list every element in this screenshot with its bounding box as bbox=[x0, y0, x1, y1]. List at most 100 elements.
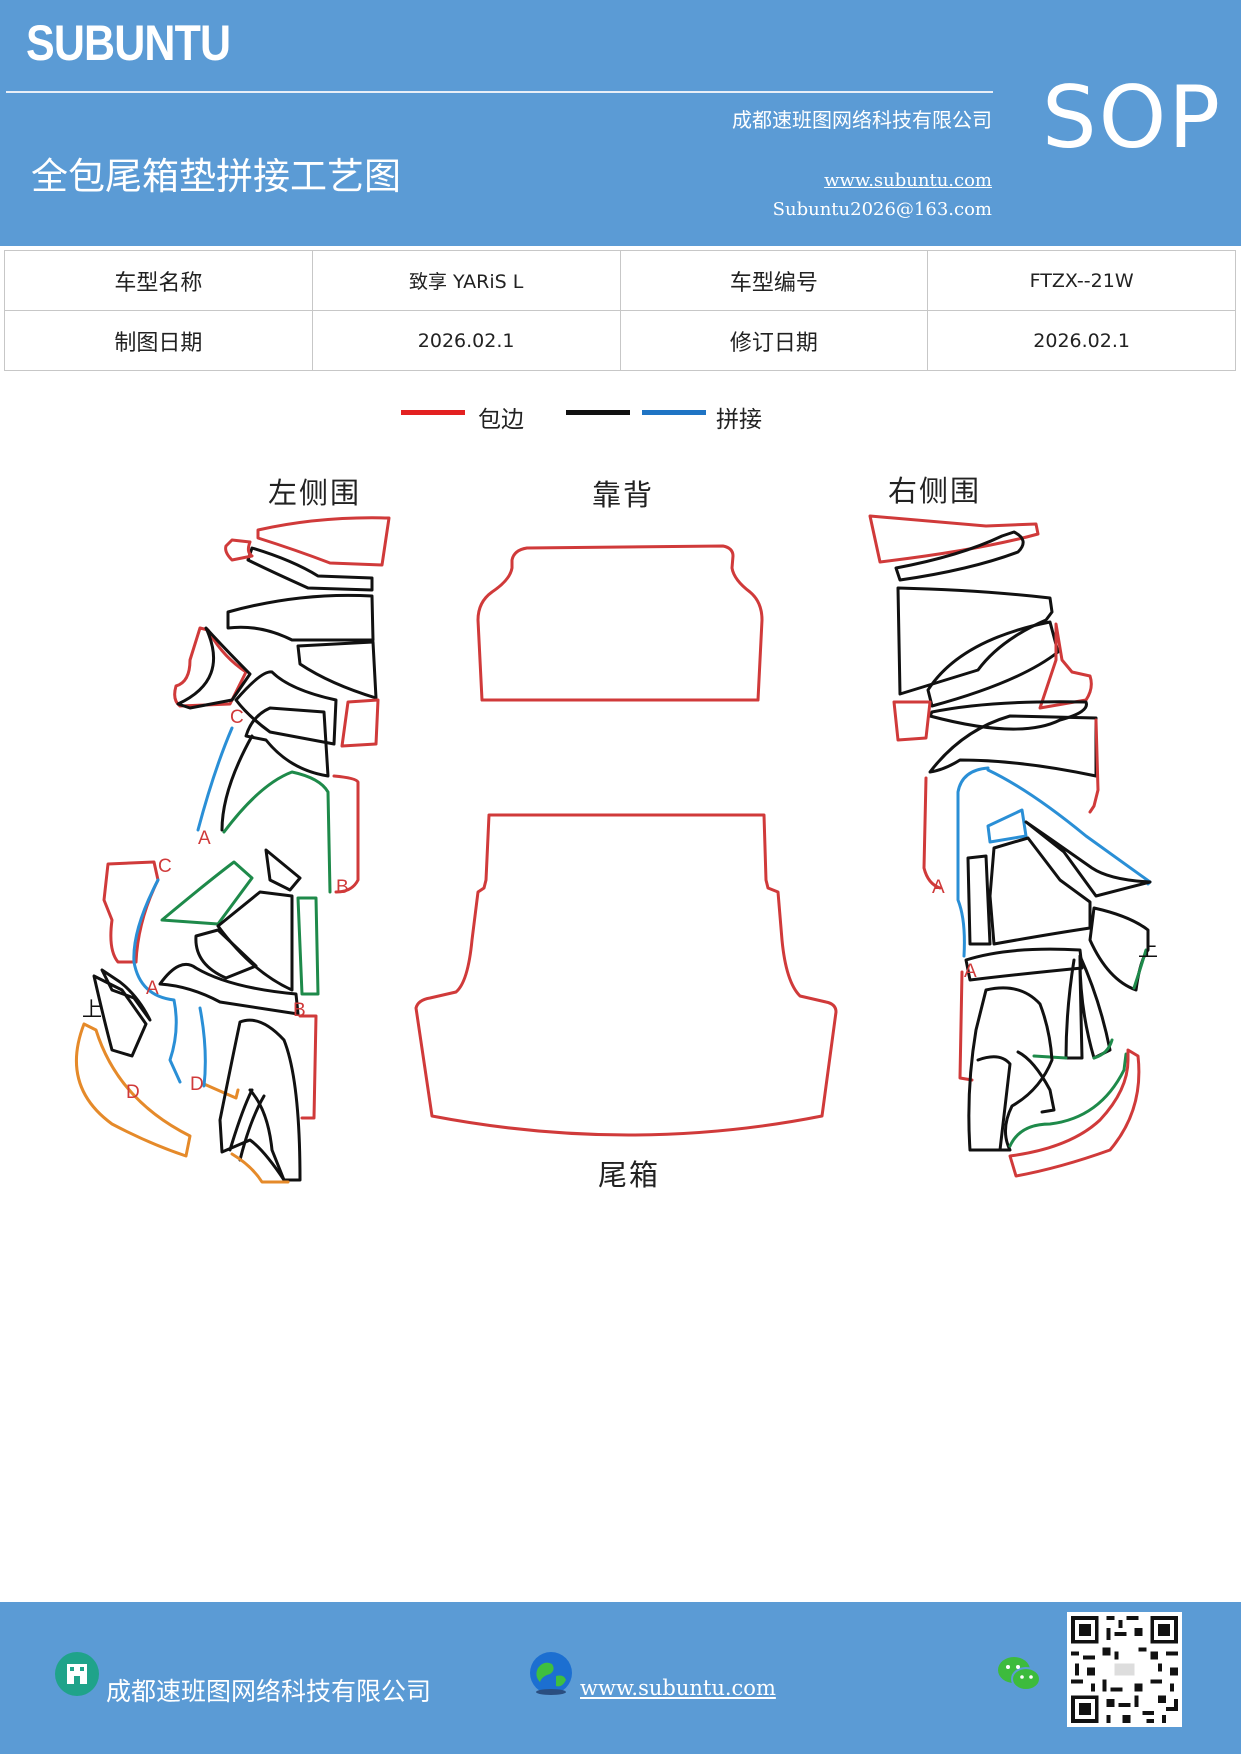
mark-d-left-1: D bbox=[126, 1082, 140, 1103]
backrest-piece bbox=[476, 544, 764, 702]
left-piece-16 bbox=[194, 928, 258, 980]
page-header: SUBUNTU 成都速班图网络科技有限公司 全包尾箱垫拼接工艺图 www.sub… bbox=[0, 0, 1241, 246]
left-seam-green-1 bbox=[222, 770, 332, 894]
left-side-group bbox=[74, 516, 391, 1184]
left-piece-1 bbox=[256, 516, 391, 567]
section-label-right: 右侧围 bbox=[888, 474, 982, 508]
table-cell: FTZX--21W bbox=[927, 250, 1236, 311]
mark-b-left-2: B bbox=[293, 1000, 306, 1021]
company-name: 成都速班图网络科技有限公司 bbox=[732, 108, 992, 132]
page-footer: 成都速班图网络科技有限公司 www.subuntu.com bbox=[0, 1602, 1241, 1754]
right-piece-18 bbox=[967, 986, 1054, 1152]
footer-website-link[interactable]: www.subuntu.com bbox=[580, 1676, 776, 1700]
table-cell: 致享 YARiS L bbox=[311, 250, 621, 311]
left-piece-14 bbox=[264, 848, 302, 892]
building-icon bbox=[55, 1652, 99, 1696]
left-piece-19 bbox=[100, 968, 152, 1022]
left-seam-green-2 bbox=[160, 860, 254, 926]
email-address: Subuntu2026@163.com bbox=[772, 199, 992, 220]
right-piece-19 bbox=[976, 1050, 1056, 1152]
left-piece-6 bbox=[173, 626, 248, 708]
right-piece-13 bbox=[966, 854, 992, 946]
right-piece-2 bbox=[894, 530, 1025, 582]
mark-c-left-2: C bbox=[158, 856, 172, 877]
left-seam-orange-1 bbox=[74, 1022, 192, 1158]
left-piece-12 bbox=[332, 774, 360, 894]
table-row: 制图日期 2026.02.1 修订日期 2026.02.1 bbox=[4, 310, 1236, 371]
page-title: 全包尾箱垫拼接工艺图 bbox=[31, 155, 401, 198]
mark-a-right-2: A bbox=[964, 961, 977, 982]
legend: 包边 拼接 bbox=[0, 400, 1241, 440]
brand-logo: SUBUNTU bbox=[26, 15, 231, 71]
right-piece-10 bbox=[922, 776, 942, 890]
header-divider bbox=[6, 91, 993, 93]
right-piece-7 bbox=[892, 700, 932, 742]
footer-company-name: 成都速班图网络科技有限公司 bbox=[106, 1677, 432, 1706]
left-seam-orange-2 bbox=[202, 1082, 240, 1100]
left-piece-11 bbox=[220, 734, 254, 832]
left-seam-blue-2 bbox=[132, 878, 182, 1084]
left-piece-4 bbox=[226, 593, 375, 642]
right-piece-16 bbox=[958, 970, 974, 1082]
left-piece-9 bbox=[340, 698, 380, 748]
right-seam-blue-3 bbox=[986, 808, 1028, 844]
left-piece-21 bbox=[248, 1088, 286, 1182]
right-piece-15 bbox=[964, 947, 1084, 982]
table-cell: 2026.02.1 bbox=[927, 310, 1236, 371]
left-piece-8 bbox=[234, 670, 338, 746]
left-piece-3 bbox=[224, 538, 254, 562]
mark-c-left-top: C bbox=[230, 707, 244, 728]
left-piece-5 bbox=[296, 640, 378, 700]
globe-icon bbox=[530, 1652, 572, 1695]
left-piece-7 bbox=[176, 626, 252, 710]
left-piece-23 bbox=[298, 1014, 318, 1120]
left-seam-blue-1 bbox=[196, 726, 234, 832]
left-piece-18 bbox=[92, 974, 148, 1058]
qr-code bbox=[1067, 1612, 1182, 1727]
right-seam-blue-2 bbox=[986, 768, 1152, 886]
table-cell: 2026.02.1 bbox=[311, 310, 621, 371]
table-cell: 车型编号 bbox=[619, 250, 929, 311]
left-piece-2 bbox=[246, 546, 374, 592]
mark-d-left-2: D bbox=[190, 1074, 204, 1095]
legend-label-seam: 拼接 bbox=[716, 407, 762, 433]
left-seam-orange-3 bbox=[230, 1152, 290, 1184]
trunk-floor-piece bbox=[414, 813, 838, 1137]
website-link[interactable]: www.subuntu.com bbox=[824, 170, 992, 191]
left-piece-17 bbox=[158, 963, 300, 1016]
mark-a-right-1: A bbox=[932, 877, 945, 898]
left-piece-10 bbox=[244, 706, 330, 778]
mark-b-left-1: B bbox=[336, 877, 349, 898]
section-label-left: 左侧围 bbox=[268, 476, 362, 510]
legend-label-edge: 包边 bbox=[478, 407, 524, 433]
right-side-group bbox=[868, 514, 1152, 1178]
right-piece-20 bbox=[1008, 1048, 1141, 1178]
table-cell: 制图日期 bbox=[4, 310, 313, 371]
left-piece-13 bbox=[102, 860, 160, 964]
right-piece-12 bbox=[988, 836, 1092, 946]
vehicle-info-table: 车型名称 致享 YARiS L 车型编号 FTZX--21W 制图日期 2026… bbox=[4, 250, 1236, 371]
mark-up-left: 上 bbox=[82, 997, 102, 1021]
mat-pattern-diagram: C A B C A B D D A A 上 上 bbox=[74, 514, 1158, 1184]
table-cell: 修订日期 bbox=[619, 310, 929, 371]
right-seam-blue-1 bbox=[956, 766, 990, 958]
right-piece-3 bbox=[896, 586, 1054, 696]
right-seam-green-1 bbox=[1132, 948, 1148, 990]
right-piece-8 bbox=[928, 714, 1098, 778]
mark-a-left-1: A bbox=[198, 828, 211, 849]
mark-up-right: 上 bbox=[1138, 937, 1158, 961]
left-seam-green-3 bbox=[296, 896, 320, 996]
legend-swatch-seam-blue bbox=[642, 410, 706, 415]
left-seam-blue-3 bbox=[198, 1006, 207, 1088]
legend-swatch-seam-black bbox=[566, 410, 630, 415]
sop-badge: SOP bbox=[1042, 68, 1223, 168]
right-piece-17 bbox=[1064, 954, 1112, 1060]
right-seam-green-2 bbox=[1032, 1038, 1114, 1060]
right-piece-9 bbox=[1088, 718, 1100, 814]
left-piece-22 bbox=[228, 1088, 266, 1162]
left-piece-20 bbox=[218, 1018, 302, 1182]
wechat-icon bbox=[998, 1657, 1041, 1691]
legend-swatch-edge bbox=[401, 410, 465, 415]
right-piece-4 bbox=[926, 620, 1060, 708]
table-cell: 车型名称 bbox=[4, 250, 313, 311]
